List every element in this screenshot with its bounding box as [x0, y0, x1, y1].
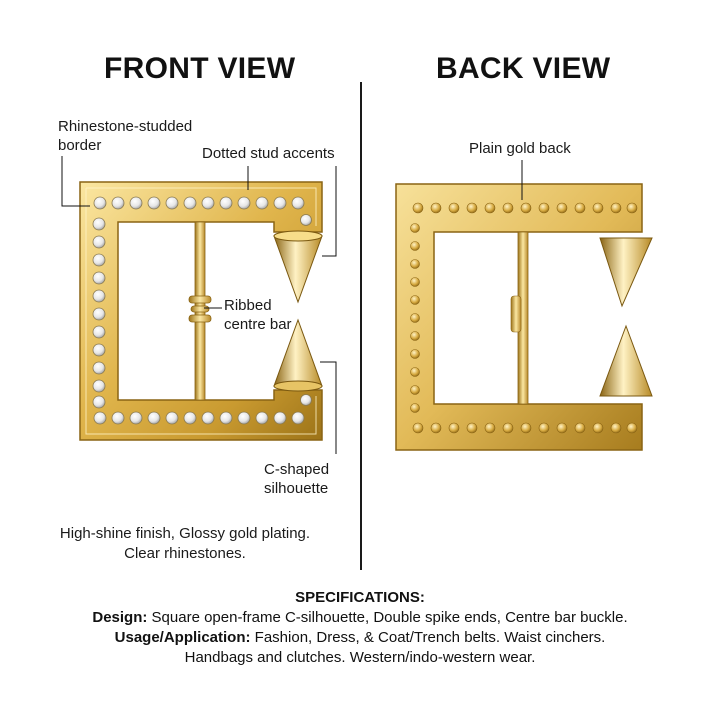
spec-usage-line: Usage/Application: Fashion, Dress, & Coa…	[0, 628, 720, 648]
spec-design-label: Design:	[92, 609, 148, 626]
label-rhinestone-line1: Rhinestone-studded	[58, 118, 193, 135]
front-caption-line1: High-shine finish, Glossy gold plating.	[59, 525, 311, 542]
front-view-title: FRONT VIEW	[104, 52, 296, 85]
specifications-heading: SPECIFICATIONS:	[295, 589, 425, 606]
spec-design-value: Square open-frame C-silhouette, Double s…	[147, 609, 628, 626]
center-divider	[360, 82, 362, 570]
back-view-title: BACK VIEW	[436, 52, 611, 85]
specifications-block: SPECIFICATIONS: Design: Square open-fram…	[0, 588, 720, 668]
label-ribbed-line1: Ribbed	[224, 297, 272, 314]
front-caption-line2: Clear rhinestones.	[124, 545, 246, 562]
spec-design-line: Design: Square open-frame C-silhouette, …	[0, 608, 720, 628]
front-caption: High-shine finish, Glossy gold plating. …	[40, 524, 330, 564]
label-cshape-line2: silhouette	[264, 480, 329, 497]
spec-usage-line2: Handbags and clutches. Western/indo-west…	[184, 649, 536, 666]
spec-usage-value: Fashion, Dress, & Coat/Trench belts. Wai…	[250, 629, 606, 646]
label-dotted-stud: Dotted stud accents	[202, 145, 335, 162]
label-rhinestone-line2: border	[58, 137, 102, 154]
label-plain-gold-back: Plain gold back	[469, 140, 571, 157]
spec-usage-label: Usage/Application:	[114, 629, 251, 646]
label-cshape-line1: C-shaped	[264, 461, 330, 478]
label-ribbed-line2: centre bar	[224, 316, 292, 333]
